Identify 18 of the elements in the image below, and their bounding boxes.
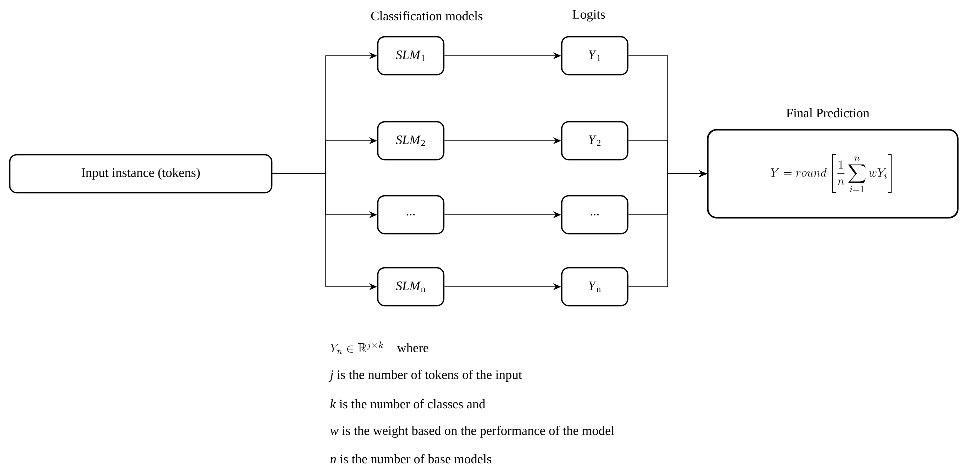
column-heading: Logits xyxy=(572,10,606,22)
logit-box: Y$_{n}$ xyxy=(561,267,629,307)
logit-box: ... xyxy=(561,195,629,235)
model-box: SLM$_{n}$ xyxy=(377,267,445,307)
logit-box: Y$_{1}$ xyxy=(561,36,629,76)
column-heading: Classification models xyxy=(371,11,483,21)
note-line: j is the number of tokens of the input xyxy=(328,370,522,382)
note-line: n is the number of base models xyxy=(330,454,492,464)
input-box: Input instance (tokens) xyxy=(9,154,273,194)
note-line: w is the weight based on the performance of the model xyxy=(330,426,614,438)
logit-box: Y$_{2}$ xyxy=(561,121,629,161)
node-heading: Final Prediction xyxy=(786,108,870,118)
model-box: SLM$_{1}$ xyxy=(377,36,445,76)
note-line: k is the number of classes and xyxy=(330,399,486,409)
model-box: ... xyxy=(377,195,445,235)
note-line: $Y_n \in \mathbb{R}^{j\times k}\quad \text{where}$ xyxy=(330,342,429,354)
model-box: SLM$_{2}$ xyxy=(377,121,445,161)
prediction-box: $Y = round\left[\frac{1}{n}\sum_{i=1}^{n} wY_i\right]$ xyxy=(707,129,959,219)
